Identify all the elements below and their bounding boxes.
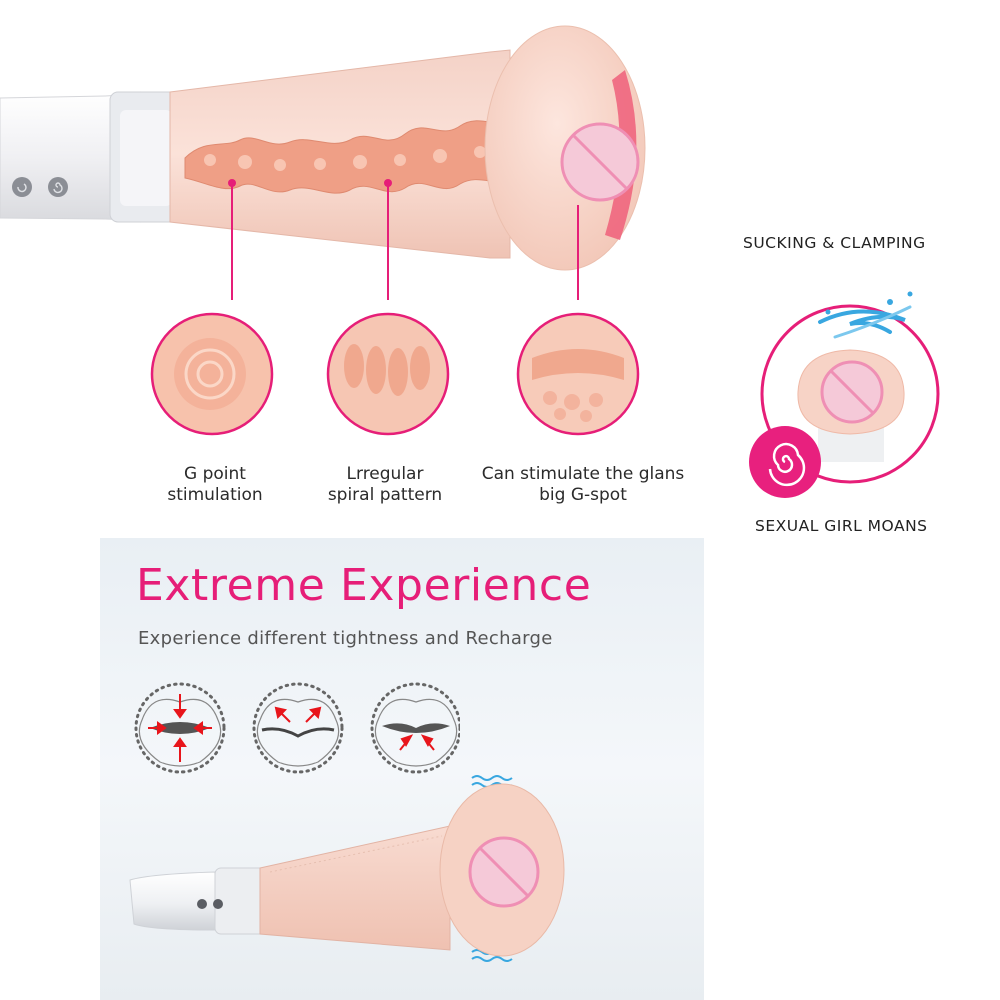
experience-panel: Extreme Experience Experience different …: [100, 538, 704, 1000]
spiral-pattern-label: Lrregular spiral pattern: [327, 464, 443, 505]
sucking-clamping-label: SUCKING & CLAMPING: [743, 234, 926, 252]
glans-label: Can stimulate the glans big G-spot: [481, 464, 685, 505]
g-point-label: G point stimulation: [167, 464, 263, 505]
censor-icon: [820, 360, 884, 424]
water-splash-icon: [818, 291, 913, 339]
product-cutaway-image: [0, 25, 646, 300]
mode-button-icon: [48, 177, 68, 197]
glans-detail-image: [516, 312, 640, 436]
detail-callouts: [150, 312, 640, 436]
experience-subtitle: Experience different tightness and Recha…: [138, 628, 553, 649]
censor-icon: [560, 122, 640, 202]
squeeze-mode-icon: [134, 682, 226, 774]
expand-mode-icon: [252, 682, 344, 774]
experience-title: Extreme Experience: [136, 560, 592, 611]
tightness-modes: [134, 682, 460, 774]
power-button-icon: [12, 177, 32, 197]
girl-moans-label: SEXUAL GIRL MOANS: [755, 517, 928, 535]
spiral-sound-icon: [749, 426, 821, 498]
spiral-pattern-detail-image: [326, 312, 450, 436]
g-point-detail-image: [150, 312, 274, 436]
censor-icon: [468, 836, 540, 908]
product-side-image: [129, 775, 565, 962]
feature-illustration: [749, 291, 940, 498]
relax-mode-icon: [370, 682, 460, 774]
